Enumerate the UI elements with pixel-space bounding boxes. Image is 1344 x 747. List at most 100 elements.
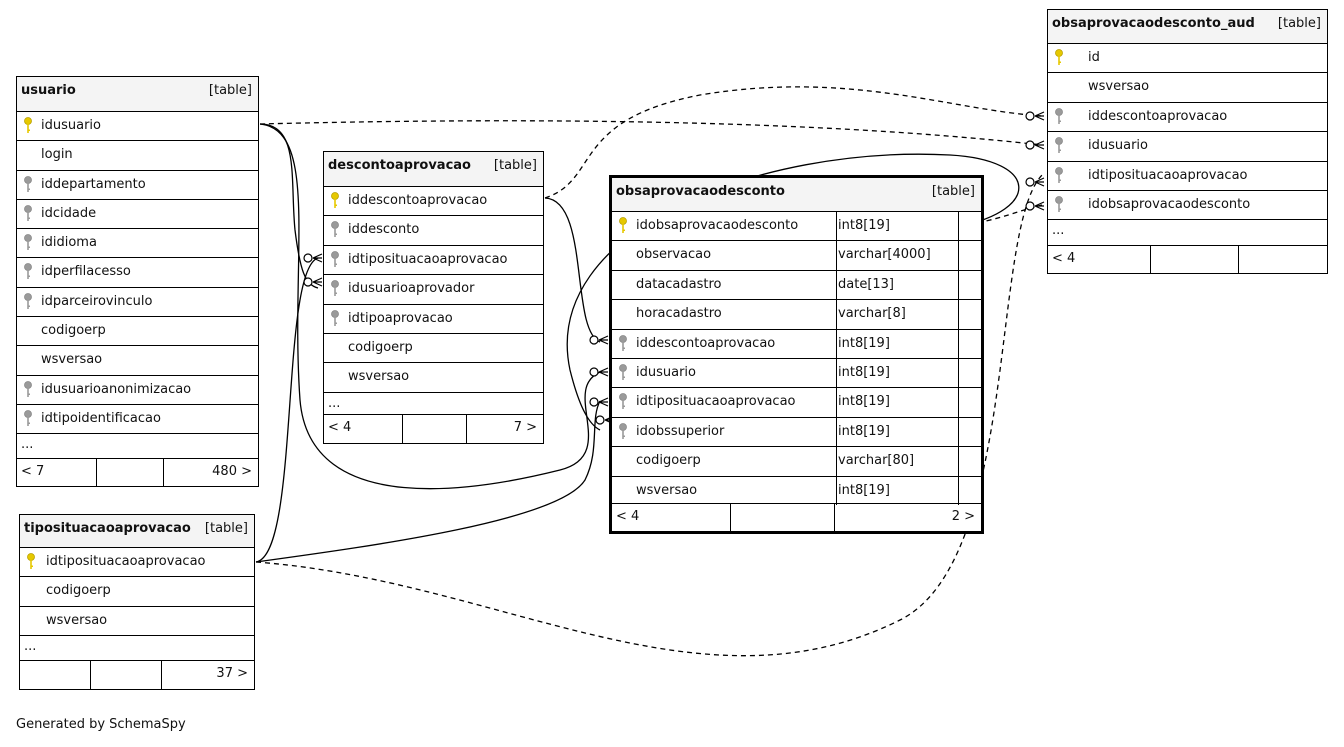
optional-cardinality-marker bbox=[1025, 140, 1035, 150]
column-row[interactable]: codigoerp bbox=[20, 576, 254, 605]
column-name: codigoerp bbox=[46, 583, 111, 599]
table-footer: < 4 2 > bbox=[612, 503, 981, 531]
column-row[interactable]: codigoerp bbox=[17, 316, 258, 345]
parent-count-link[interactable]: < 7 bbox=[21, 464, 45, 479]
column-name: codigoerp bbox=[636, 453, 701, 469]
column-type: int8[19] bbox=[838, 364, 890, 380]
child-count-link[interactable]: 480 > bbox=[212, 464, 252, 479]
child-count-link[interactable]: 7 > bbox=[513, 420, 537, 435]
column-row[interactable]: idcidade bbox=[17, 198, 258, 228]
column-name: iddepartamento bbox=[41, 176, 146, 192]
column-row[interactable]: wsversao bbox=[20, 605, 254, 635]
column-row[interactable]: idusuarioanonimizacao bbox=[17, 374, 258, 404]
column-row[interactable]: idusuario bbox=[1048, 131, 1327, 160]
column-type: int8[19] bbox=[838, 423, 890, 439]
many-cardinality-marker bbox=[312, 277, 323, 287]
column-row[interactable]: wsversao bbox=[1048, 72, 1327, 101]
table-type-label: [table] bbox=[204, 521, 248, 536]
column-name: idobssuperior bbox=[636, 423, 725, 439]
table-usuario[interactable]: usuario[table] idusuario login iddepartamen… bbox=[16, 76, 259, 487]
row-divider bbox=[958, 388, 959, 417]
many-cardinality-marker bbox=[312, 253, 323, 263]
optional-cardinality-marker bbox=[1025, 111, 1035, 121]
column-name: idusuario bbox=[41, 118, 101, 133]
column-row[interactable]: idobssuperior int8[19] bbox=[612, 416, 981, 447]
column-row[interactable]: wsversao bbox=[17, 345, 258, 374]
foreign-key-icon bbox=[24, 292, 32, 309]
more-columns-ellipsis: ... bbox=[24, 638, 37, 654]
row-divider bbox=[958, 270, 959, 300]
column-row[interactable]: idperfilacesso bbox=[17, 257, 258, 286]
column-row[interactable]: id bbox=[1048, 43, 1327, 72]
column-row[interactable]: iddesconto bbox=[324, 215, 543, 244]
column-row[interactable]: codigoerp bbox=[324, 332, 543, 362]
parent-count-link[interactable]: < 4 bbox=[1052, 251, 1076, 266]
column-name: ididioma bbox=[41, 235, 97, 251]
column-row[interactable]: idparceirovinculo bbox=[17, 286, 258, 316]
parent-count-link[interactable]: < 4 bbox=[616, 509, 640, 524]
table-type-label: [table] bbox=[208, 83, 252, 98]
table-tiposituacaoaprovacao[interactable]: tiposituacaoaprovacao[table]idtiposituac… bbox=[19, 514, 255, 690]
column-row[interactable]: iddepartamento bbox=[17, 169, 258, 199]
optional-cardinality-marker bbox=[595, 415, 605, 425]
column-name: iddesconto bbox=[348, 222, 420, 238]
child-count-link[interactable]: 2 > bbox=[951, 509, 975, 524]
row-divider bbox=[958, 447, 959, 476]
column-row[interactable]: idtiposituacaoaprovacao bbox=[324, 244, 543, 274]
column-name: idusuarioanonimizacao bbox=[41, 381, 192, 397]
column-row[interactable]: ididioma bbox=[17, 228, 258, 257]
column-name: iddescontoaprovacao bbox=[348, 193, 488, 208]
optional-cardinality-marker bbox=[589, 367, 599, 377]
more-columns-row: ... bbox=[17, 433, 258, 458]
column-name: idperfilacesso bbox=[41, 264, 131, 280]
foreign-key-icon bbox=[1055, 196, 1063, 212]
foreign-key-icon bbox=[24, 263, 32, 280]
row-divider bbox=[958, 476, 959, 505]
edge-tipo-descontoaprovacao bbox=[255, 257, 319, 563]
column-row[interactable]: idusuario bbox=[17, 111, 258, 140]
column-row[interactable]: idtipoaprovacao bbox=[324, 303, 543, 333]
table-type-label: [table] bbox=[493, 158, 537, 173]
parent-count-link[interactable]: < 4 bbox=[328, 420, 352, 435]
column-row[interactable]: iddescontoaprovacao bbox=[1048, 101, 1327, 131]
column-row[interactable]: idusuarioaprovador bbox=[324, 274, 543, 303]
optional-cardinality-marker bbox=[589, 397, 599, 407]
more-columns-row: ... bbox=[1048, 219, 1327, 244]
column-name: idtiposituacaoaprovacao bbox=[1088, 167, 1248, 183]
edge-tipo-obsaprovacaodesconto bbox=[255, 400, 601, 563]
table-name: obsaprovacaodesconto bbox=[616, 184, 785, 199]
column-row[interactable]: idtiposituacaoaprovacao bbox=[1048, 160, 1327, 190]
more-columns-ellipsis: ... bbox=[1052, 223, 1065, 239]
footer-divider bbox=[730, 504, 731, 531]
column-row[interactable]: iddescontoaprovacao bbox=[324, 186, 543, 215]
table-header: usuario[table] bbox=[17, 77, 258, 111]
optional-cardinality-marker bbox=[303, 253, 313, 263]
column-name: idtipoidentificacao bbox=[41, 410, 161, 426]
primary-key-icon bbox=[331, 192, 339, 208]
foreign-key-icon bbox=[1055, 107, 1063, 124]
table-obsaprovacaodesconto[interactable]: obsaprovacaodesconto[table]idobsaprovaca… bbox=[609, 175, 984, 534]
table-descontoaprovacao[interactable]: descontoaprovacao[table]iddescontoaprova… bbox=[323, 151, 544, 444]
column-name: login bbox=[41, 147, 73, 163]
foreign-key-icon bbox=[619, 393, 627, 410]
column-row[interactable]: idtiposituacaoaprovacao bbox=[20, 547, 254, 576]
column-row[interactable]: idtipoidentificacao bbox=[17, 403, 258, 433]
child-count-link[interactable]: 37 > bbox=[216, 666, 248, 681]
foreign-key-icon bbox=[331, 309, 339, 326]
edge-tipo-aud bbox=[255, 174, 1043, 657]
optional-cardinality-marker bbox=[589, 335, 599, 345]
foreign-key-icon bbox=[1055, 137, 1063, 154]
column-row[interactable]: wsversao bbox=[324, 362, 543, 391]
column-row[interactable]: idobsaprovacaodesconto bbox=[1048, 189, 1327, 219]
column-row[interactable]: login bbox=[17, 140, 258, 169]
